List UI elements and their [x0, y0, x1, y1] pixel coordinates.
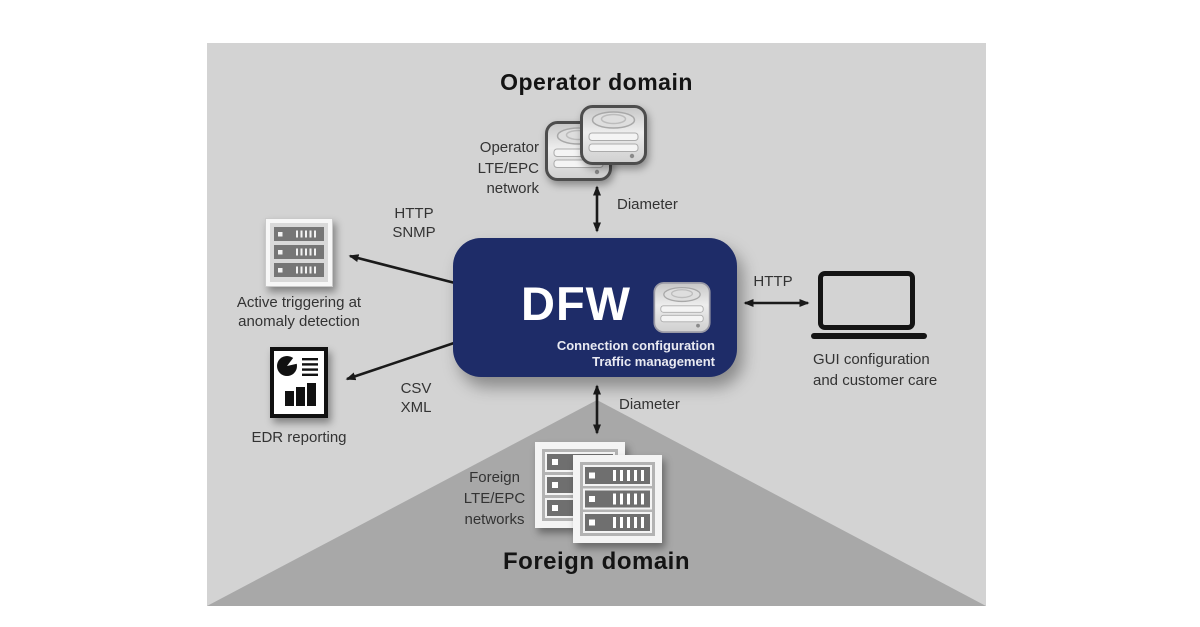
foreign-domain-title: Foreign domain: [503, 548, 690, 575]
edr-report-icon: [270, 347, 328, 418]
csv-xml-label: CSV XML: [400, 380, 432, 416]
diameter-label-bottom: Diameter: [619, 396, 680, 413]
http-label-right: HTTP: [753, 273, 793, 290]
operator-network-label: Operator LTE/EPC network: [477, 139, 539, 197]
http-snmp-label: HTTP SNMP: [392, 205, 436, 241]
operator-domain-title: Operator domain: [500, 69, 693, 95]
foreign-servers-icon: [535, 442, 663, 544]
foreign-networks-label: Foreign LTE/EPC networks: [463, 469, 526, 528]
arrow-dfw-monitoring-http-snmp: [348, 254, 456, 285]
diagram-panel: Operator domain Foreign domain: [207, 43, 986, 606]
gui-configuration-label: GUI configuration and customer care: [813, 351, 938, 389]
operator-servers-icon: [545, 105, 647, 181]
laptop-base: [811, 333, 927, 339]
dfw-title: DFW: [521, 277, 632, 330]
dfw-server-icon: [653, 281, 711, 334]
dfw-box: DFW Connection configuration Traffic man…: [453, 238, 737, 377]
diameter-label-top: Diameter: [617, 196, 678, 213]
monitoring-server-icon: [265, 218, 333, 287]
active-triggering-label: Active triggering at anomaly detection: [236, 294, 362, 330]
arrow-dfw-edr-csv-xml: [345, 340, 458, 381]
dfw-functions: Connection configuration Traffic managem…: [556, 338, 715, 369]
laptop-icon: [818, 271, 915, 330]
edr-reporting-label: EDR reporting: [251, 429, 347, 446]
